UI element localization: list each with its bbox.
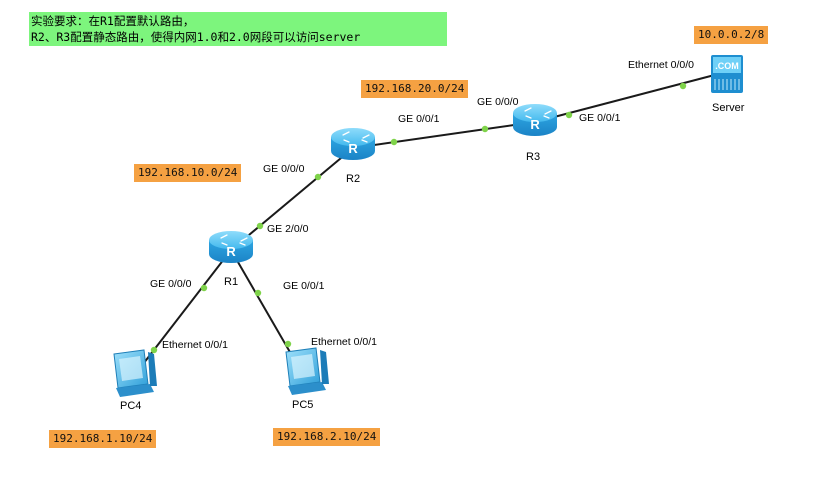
router-r1-label: R1 [224,276,239,288]
link-r3-server[interactable] [534,71,727,123]
subnet-tag-20: 192.168.20.0/24 [361,80,469,98]
pc5-label: PC5 [292,399,314,411]
port-dot-r1-ge000 [200,284,208,292]
port-dot-r3-ge001 [565,111,573,119]
port-dot-r1-ge200 [256,222,264,230]
pc4-label: PC4 [120,400,142,412]
router-r2-label: R2 [346,173,361,185]
port-label-r3-ge001: GE 0/0/1 [579,112,621,124]
port-dot-r3-ge000 [481,125,489,133]
pc4-icon[interactable] [113,349,158,398]
router-r3-label: R3 [526,151,541,163]
port-label-r1-ge001: GE 0/0/1 [283,280,325,292]
port-dot-server-eth [679,82,687,90]
port-label-server-eth: Ethernet 0/0/0 [628,59,694,71]
port-dot-r2-ge001 [390,138,398,146]
subnet-tag-server: 10.0.0.2/8 [694,26,769,44]
subnet-tag-10: 192.168.10.0/24 [134,164,242,182]
link-r1-r2[interactable] [230,147,354,251]
pc5-icon[interactable] [285,347,330,396]
server-label: Server [712,102,745,114]
port-label-pc4-eth: Ethernet 0/0/1 [162,339,228,351]
requirement-line-1: 实验要求：在R1配置默认路由， [31,14,195,28]
port-label-pc5-eth: Ethernet 0/0/1 [311,336,377,348]
server-screen-label: .COM [715,61,739,71]
server-icon[interactable]: .COM [711,55,743,93]
port-dot-pc5-eth [284,340,292,348]
subnet-tag-pc4: 192.168.1.10/24 [49,430,157,448]
port-label-r1-ge000: GE 0/0/0 [150,278,192,290]
router-r1-icon[interactable] [208,230,254,264]
port-dot-r2-ge000 [314,173,322,181]
requirement-line-2: R2、R3配置静态路由，使得内网1.0和2.0网段可以访问server [31,30,361,44]
link-r2-r3[interactable] [352,121,536,149]
link-r1-pc5[interactable] [230,249,299,367]
requirement-note: 实验要求：在R1配置默认路由， R2、R3配置静态路由，使得内网1.0和2.0网… [29,12,447,46]
subnet-tag-pc5: 192.168.2.10/24 [273,428,381,446]
port-dot-r1-ge001 [254,289,262,297]
port-label-r2-ge001: GE 0/0/1 [398,113,440,125]
port-label-r2-ge000: GE 0/0/0 [263,163,305,175]
router-r2-icon[interactable] [330,127,376,161]
router-r3-icon[interactable] [512,103,558,137]
port-dots [150,82,687,354]
port-dot-pc4-eth [150,346,158,354]
port-label-r1-ge200: GE 2/0/0 [267,223,309,235]
port-label-r3-ge000: GE 0/0/0 [477,96,519,108]
